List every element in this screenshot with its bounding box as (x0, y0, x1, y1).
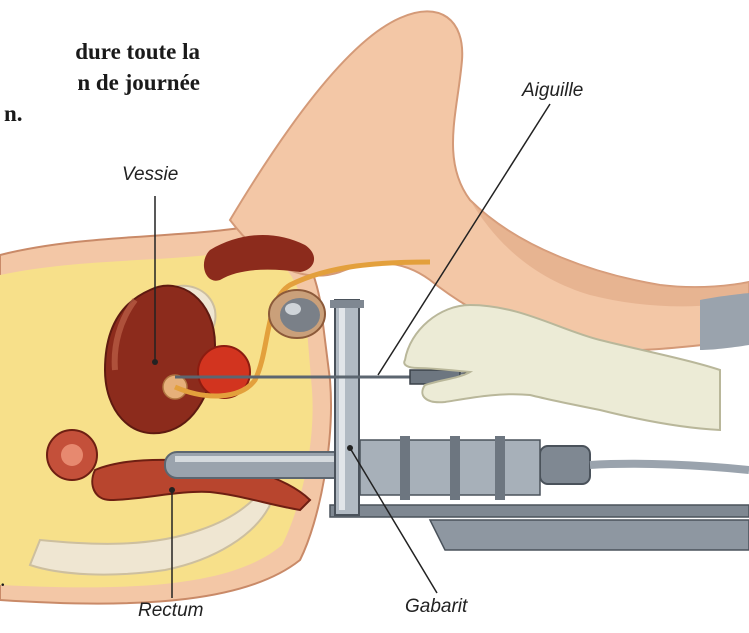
testis-inner (280, 298, 320, 332)
bladder-leader-dot (152, 359, 158, 365)
stepper-stand (430, 520, 749, 550)
colon-lumen (61, 444, 83, 466)
stepper-post-1 (400, 436, 410, 500)
template-grid (330, 300, 364, 515)
template-plate-shine (339, 305, 345, 510)
template-plate (335, 300, 359, 515)
probe-handle (540, 446, 590, 484)
template-leader-dot (347, 445, 353, 451)
intro-line-2: n de journée (0, 67, 200, 98)
intro-paragraph-fragment: dure toute la n de journée n. (0, 36, 200, 129)
probe-cable (590, 464, 749, 470)
label-template: Gabarit (405, 596, 467, 618)
intro-line-1: dure toute la (0, 36, 200, 67)
stray-period: . (0, 566, 6, 592)
stepper-base (330, 505, 749, 517)
testis-shine (285, 303, 301, 315)
label-needle: Aiguille (522, 80, 583, 102)
label-bladder: Vessie (122, 164, 178, 186)
stepper-post-3 (495, 436, 505, 500)
rectum-leader-dot (169, 487, 175, 493)
stepper-post-2 (450, 436, 460, 500)
template-top-bar (330, 300, 364, 308)
intro-line-3: n. (0, 98, 200, 129)
leg-support (700, 293, 749, 350)
label-rectum: Rectum (138, 600, 203, 622)
